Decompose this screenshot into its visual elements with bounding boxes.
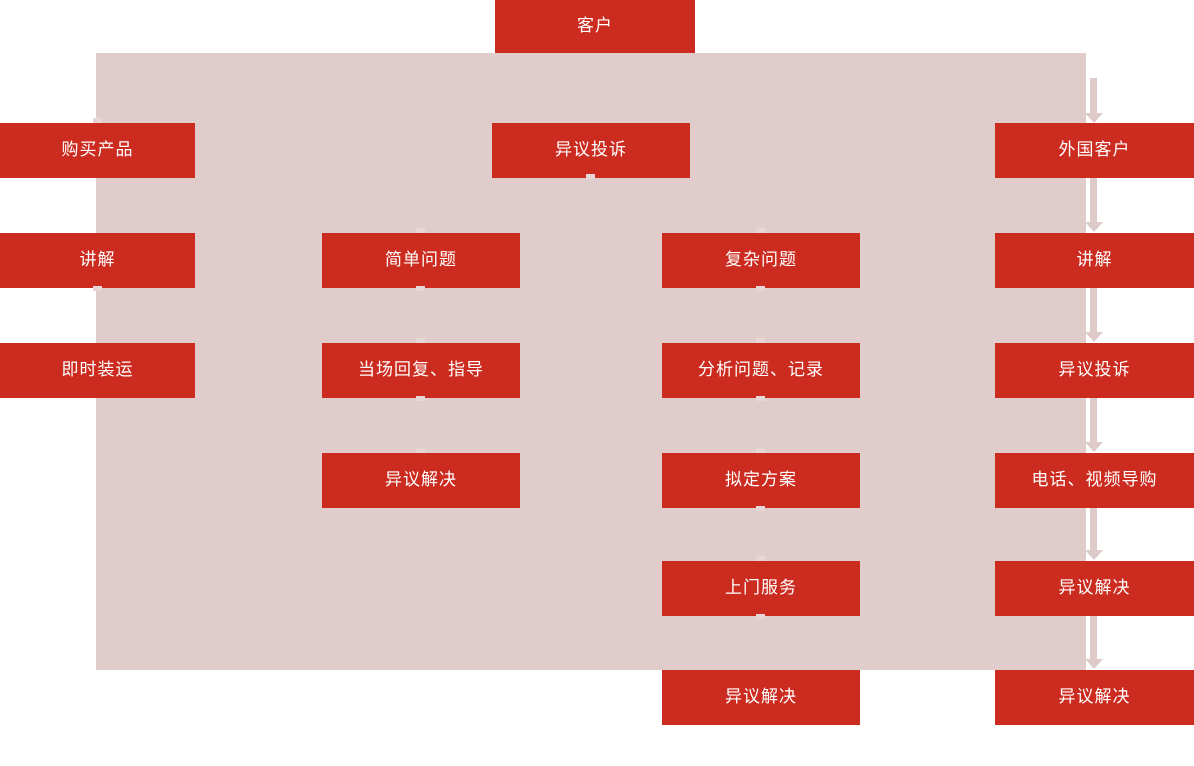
node-draft-plan[interactable]: 拟定方案 <box>662 453 860 508</box>
node-onsite-reply-guidance[interactable]: 当场回复、指导 <box>322 343 520 398</box>
node-label: 分析问题、记录 <box>698 360 824 380</box>
node-customer[interactable]: 客户 <box>495 0 695 53</box>
connector-stub <box>756 506 765 511</box>
arrow-head-icon <box>1084 659 1103 669</box>
node-instant-shipping[interactable]: 即时装运 <box>0 343 195 398</box>
connector-stub <box>416 448 425 453</box>
node-label: 简单问题 <box>385 250 457 270</box>
connector-arrow-down <box>1084 288 1103 342</box>
node-label: 异议解决 <box>725 687 797 707</box>
connector-stub <box>416 338 425 343</box>
connector-arrow-down <box>1084 616 1103 669</box>
node-label: 当场回复、指导 <box>358 360 484 380</box>
connector-arrow-down <box>1084 178 1103 232</box>
connector-stub <box>416 228 425 233</box>
connector-stub <box>93 118 102 123</box>
node-complex-issue[interactable]: 复杂问题 <box>662 233 860 288</box>
connector-stub <box>756 228 765 233</box>
node-explain-foreign[interactable]: 讲解 <box>995 233 1194 288</box>
connector-stub <box>756 448 765 453</box>
node-label: 拟定方案 <box>725 470 797 490</box>
arrow-head-icon <box>1084 113 1103 123</box>
arrow-head-icon <box>1084 550 1103 560</box>
node-label: 复杂问题 <box>725 250 797 270</box>
node-label: 讲解 <box>79 250 116 270</box>
node-label: 客户 <box>577 16 613 36</box>
arrow-head-icon <box>1084 222 1103 232</box>
node-objection-resolved-complex[interactable]: 异议解决 <box>662 670 860 725</box>
node-buy-product[interactable]: 购买产品 <box>0 123 195 178</box>
node-onsite-service[interactable]: 上门服务 <box>662 561 860 616</box>
connector-arrow-down <box>1084 398 1103 452</box>
node-objection-resolved-foreign-1[interactable]: 异议解决 <box>995 561 1194 616</box>
node-label: 电话、视频导购 <box>1031 470 1158 490</box>
node-label: 异议解决 <box>1058 578 1131 598</box>
connector-stub <box>756 396 765 401</box>
node-foreign-customer[interactable]: 外国客户 <box>995 123 1194 178</box>
connector-stub <box>93 286 102 291</box>
node-objection-resolved-foreign-2[interactable]: 异议解决 <box>995 670 1194 725</box>
node-phone-video-shopping-guide[interactable]: 电话、视频导购 <box>995 453 1194 508</box>
connector-stub <box>756 286 765 291</box>
node-label: 外国客户 <box>1058 140 1131 160</box>
connector-stub <box>756 556 765 561</box>
node-explain-domestic[interactable]: 讲解 <box>0 233 195 288</box>
node-label: 异议投诉 <box>1058 360 1131 380</box>
node-simple-issue[interactable]: 简单问题 <box>322 233 520 288</box>
arrow-head-icon <box>1084 442 1103 452</box>
connector-stub <box>756 614 765 619</box>
node-label: 异议投诉 <box>555 140 627 160</box>
node-label: 即时装运 <box>61 360 134 380</box>
node-objection-complaint-top[interactable]: 异议投诉 <box>492 123 690 178</box>
node-label: 讲解 <box>1076 250 1113 270</box>
node-analyze-record[interactable]: 分析问题、记录 <box>662 343 860 398</box>
connector-stub <box>586 174 595 179</box>
node-label: 异议解决 <box>1058 687 1131 707</box>
connector-stub <box>416 396 425 401</box>
connector-stub <box>756 338 765 343</box>
node-objection-complaint-foreign[interactable]: 异议投诉 <box>995 343 1194 398</box>
connector-arrow-down <box>1084 78 1103 123</box>
node-label: 异议解决 <box>385 470 457 490</box>
node-label: 上门服务 <box>725 578 797 598</box>
connector-stub <box>416 286 425 291</box>
node-objection-resolved-simple[interactable]: 异议解决 <box>322 453 520 508</box>
connector-arrow-down <box>1084 508 1103 560</box>
arrow-head-icon <box>1084 332 1103 342</box>
node-label: 购买产品 <box>61 140 134 160</box>
